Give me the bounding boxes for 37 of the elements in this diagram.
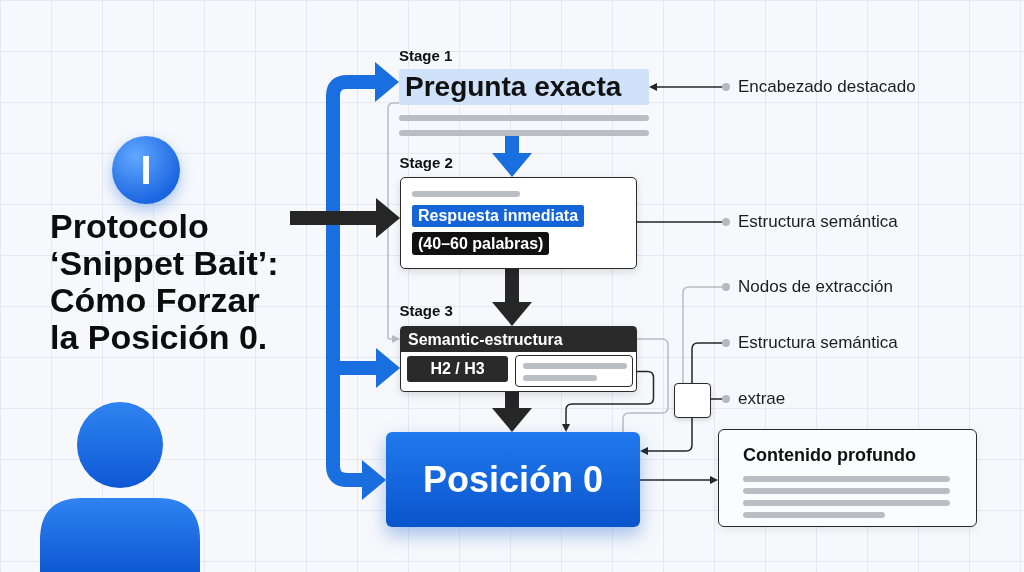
flow-arrow: [290, 198, 400, 238]
connector-line: [682, 286, 723, 384]
callout-label: Encabezado destacado: [738, 76, 916, 98]
connector-line: [710, 398, 723, 400]
header-bar: Semantic-estructura: [401, 327, 636, 352]
flow-arrow: [326, 225, 386, 500]
connector-arrow: [649, 83, 723, 91]
flow-arrow: [340, 348, 400, 388]
flow-arrow: [326, 62, 399, 211]
content-card: [718, 429, 977, 527]
stage-label: Stage 2: [399, 154, 453, 172]
callout-label: extrae: [738, 388, 786, 410]
connector-arrow: [640, 417, 693, 455]
highlighted-text: Respuesta inmediata: [412, 205, 585, 227]
text-preview-box: [515, 355, 633, 387]
callout-label: Estructura semántica: [738, 332, 898, 354]
flow-arrow: [492, 392, 532, 432]
connector-line: [622, 338, 669, 433]
connector-arrow: [639, 476, 718, 484]
connector-arrow: [562, 370, 655, 432]
empty-tile: [674, 383, 711, 418]
highlight-box: Posición 0: [386, 432, 640, 527]
callout-label: Nodos de extracción: [738, 276, 893, 298]
step-badge: I: [112, 136, 180, 204]
heading-tag: H2 / H3: [407, 356, 508, 382]
connector-line: [636, 221, 723, 223]
flow-arrow: [492, 136, 532, 177]
title: Protocolo ‘Snippet Bait’: Cómo Forzar la Posición 0.: [50, 208, 280, 356]
highlighted-heading: Pregunta exacta: [399, 69, 649, 105]
connector-line: [691, 342, 723, 384]
stage-label: Stage 3: [399, 302, 453, 320]
callout-label: Estructura semántica: [738, 211, 898, 233]
flow-arrow: [492, 269, 532, 326]
connector-arrow: [387, 102, 400, 343]
highlighted-text: (40–60 palabras): [412, 232, 550, 255]
card-title: Contenido profundo: [743, 444, 917, 466]
stage-label: Stage 1: [399, 47, 453, 65]
